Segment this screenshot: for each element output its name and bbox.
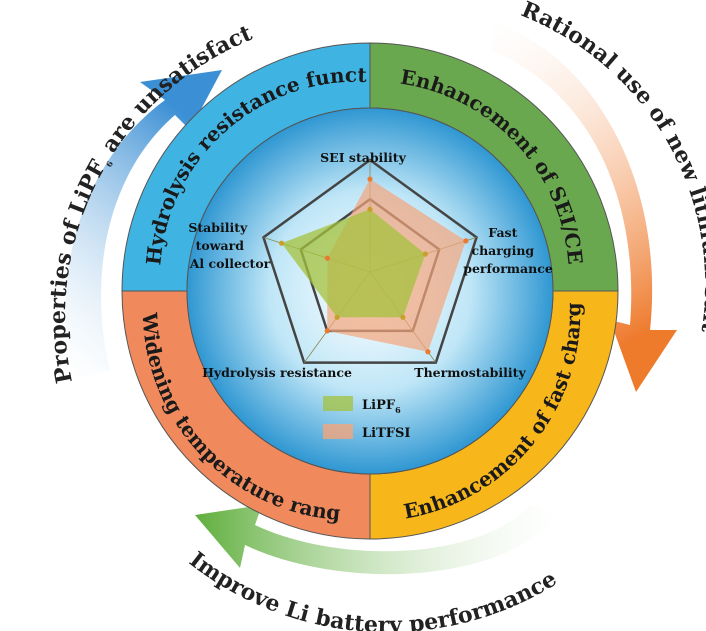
legend-swatch-litfsi xyxy=(323,424,353,439)
axis-label-sei-stability: SEI stability xyxy=(320,150,406,165)
legend-swatch-lipf6 xyxy=(323,396,353,411)
axis-label-thermostability: Thermostability xyxy=(414,365,526,380)
orange-cycle-arrow xyxy=(490,22,677,392)
radar-point-lipf6-1 xyxy=(367,206,373,212)
radar-point-litfsi-2 xyxy=(463,238,469,244)
radar-point-litfsi-5 xyxy=(324,255,330,261)
radar-point-litfsi-4 xyxy=(324,328,330,334)
radar-point-lipf6-4 xyxy=(334,314,340,320)
radar-point-lipf6-2 xyxy=(422,251,428,257)
axis-label-al-collector: Stability toward Al collector xyxy=(188,220,270,271)
axis-label-fast-charging: Fast charging performance xyxy=(463,225,553,276)
radar-point-litfsi-3 xyxy=(425,349,431,355)
radar-point-lipf6-5 xyxy=(278,240,285,246)
radar-chart xyxy=(262,158,478,364)
radar-series-lipf6 xyxy=(281,209,426,318)
legend: LiPF6 LiTFSI xyxy=(323,396,410,441)
blue-cycle-arrow xyxy=(65,70,222,378)
radar-ring-2 xyxy=(262,158,478,364)
legend-label-lipf6: LiPF6 xyxy=(362,398,401,415)
green-cycle-arrow xyxy=(195,505,560,575)
radar-point-lipf6-3 xyxy=(400,314,406,320)
axis-label-hydrolysis-resistance: Hydrolysis resistance xyxy=(202,365,352,380)
radar-point-litfsi-1 xyxy=(367,176,373,182)
legend-label-litfsi: LiTFSI xyxy=(362,426,410,441)
